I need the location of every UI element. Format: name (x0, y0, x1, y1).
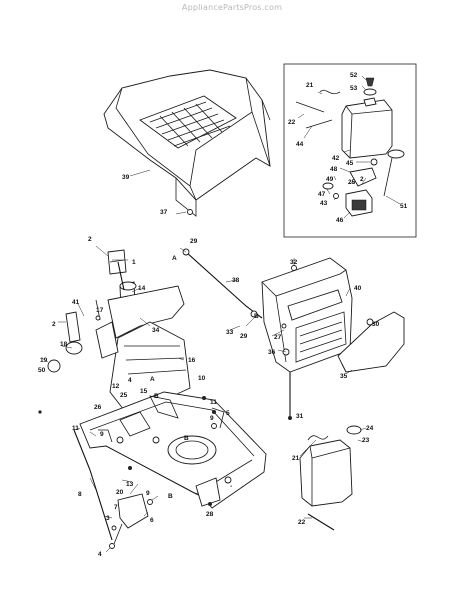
drag-link-drawing (179, 247, 263, 331)
callout-label: 12 (112, 383, 120, 390)
callout-label: 41 (72, 299, 80, 306)
callout-label: 22 (298, 519, 306, 526)
callout-label: 5 (226, 410, 230, 417)
callout-label: 42 (332, 155, 340, 162)
callout-label: 51 (400, 203, 408, 210)
callout-label: 44 (296, 141, 304, 148)
callout-label: A (150, 376, 155, 383)
callout-label: 22 (288, 119, 296, 126)
callout-label: 45 (346, 160, 354, 167)
callout-label: 21 (292, 455, 300, 462)
callout-label: B (254, 313, 259, 320)
callout-label: 36 (268, 349, 276, 356)
inset-fuel-tank-drawing (295, 75, 405, 219)
callout-label: 50 (38, 367, 46, 374)
callout-label: 13 (126, 481, 134, 488)
callout-label: 31 (296, 413, 304, 420)
screw-30-drawing (366, 318, 374, 326)
steering-shaft-drawing (117, 261, 125, 291)
callout-label: 32 (290, 259, 298, 266)
callout-labels: 52 53 21 22 44 42 45 48 49 25 2 47 43 46… (38, 72, 408, 558)
callout-label: 35 (340, 373, 348, 380)
callout-label: 49 (326, 176, 334, 183)
callout-label: 52 (350, 72, 358, 79)
callout-label: 53 (350, 85, 358, 92)
callout-label: 16 (188, 357, 196, 364)
callout-label: 38 (232, 277, 240, 284)
dash-housing-drawing (261, 257, 353, 373)
frame-drawing (79, 391, 267, 509)
callout-label: 29 (240, 333, 248, 340)
hood-drawing (103, 69, 271, 217)
callout-label: 43 (320, 200, 328, 207)
callout-label: 7 (114, 504, 118, 511)
callout-label: 11 (72, 425, 79, 432)
callout-label: B (168, 493, 173, 500)
callout-label: 6 (150, 517, 154, 524)
callout-label: 37 (160, 209, 168, 216)
callout-label: 15 (140, 388, 148, 395)
callout-label: 2 (360, 176, 364, 183)
callout-label: 25 (348, 179, 356, 186)
fuel-tank-drawing (299, 425, 367, 531)
callout-label: 9 (146, 490, 150, 497)
callout-label: - (230, 483, 232, 490)
callout-label: 39 (122, 174, 130, 181)
callout-label: A (172, 255, 177, 262)
inset-box (283, 63, 417, 238)
callout-label: 26 (94, 404, 102, 411)
callout-label: 3 (106, 515, 110, 522)
callout-label: 14 (138, 285, 146, 292)
callout-label: 30 (372, 321, 380, 328)
callout-label: 20 (116, 489, 124, 496)
callout-label: 19 (40, 357, 48, 364)
callout-label: 28 (206, 511, 214, 518)
callout-label: 48 (330, 166, 338, 173)
callout-label: 25 (120, 392, 128, 399)
callout-label: 4 (98, 551, 102, 558)
watermark: AppliancePartsPros.com (181, 3, 283, 12)
callout-label: 17 (96, 307, 104, 314)
callout-label: 10 (198, 375, 206, 382)
callout-label: 9 (100, 431, 104, 438)
callout-label: 40 (354, 285, 362, 292)
side-panel-drawing (337, 311, 405, 375)
callout-label: 2 (52, 321, 56, 328)
callout-label: 2 (88, 236, 92, 243)
callout-label: 29 (190, 238, 198, 245)
callout-label: 34 (152, 327, 160, 334)
callout-label: 33 (226, 329, 234, 336)
callout-label: 9 (210, 415, 214, 422)
callout-label: B (154, 393, 159, 400)
steering-column-drawing (41, 245, 191, 411)
callout-label: 8 (78, 491, 82, 498)
callout-label: 18 (60, 341, 68, 348)
callout-label: 4 (128, 377, 132, 384)
callout-label: 1 (132, 259, 136, 266)
callout-label: 46 (336, 217, 344, 224)
callout-label: B (184, 435, 189, 442)
callout-label: 23 (362, 437, 370, 444)
callout-label: 24 (366, 425, 374, 432)
brake-linkage-drawing (73, 427, 159, 553)
callout-label: 11 (210, 399, 217, 406)
callout-label: 21 (306, 82, 314, 89)
callout-label: 27 (274, 334, 282, 341)
callout-label: 47 (318, 191, 326, 198)
